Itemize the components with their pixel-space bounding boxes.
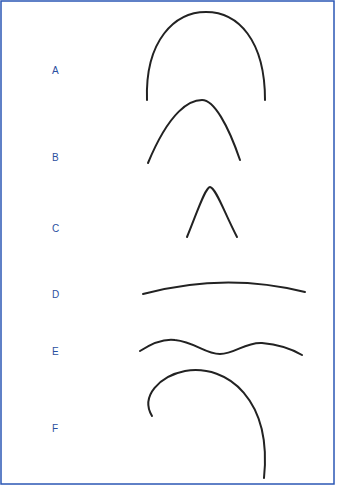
shape-letter: E <box>52 347 59 357</box>
tilted-curve <box>148 370 265 478</box>
frame-border <box>1 1 334 484</box>
peak-curve <box>187 187 237 237</box>
arch-curve <box>147 12 265 100</box>
parabola-curve <box>148 100 240 163</box>
shape-letter: C <box>52 224 59 234</box>
shape-letter: F <box>52 424 58 434</box>
shape-letter: D <box>52 290 59 300</box>
shape-letter: B <box>52 153 59 163</box>
flat-curve <box>143 282 305 294</box>
wave-curve <box>140 340 302 355</box>
shape-letter: A <box>52 66 59 76</box>
